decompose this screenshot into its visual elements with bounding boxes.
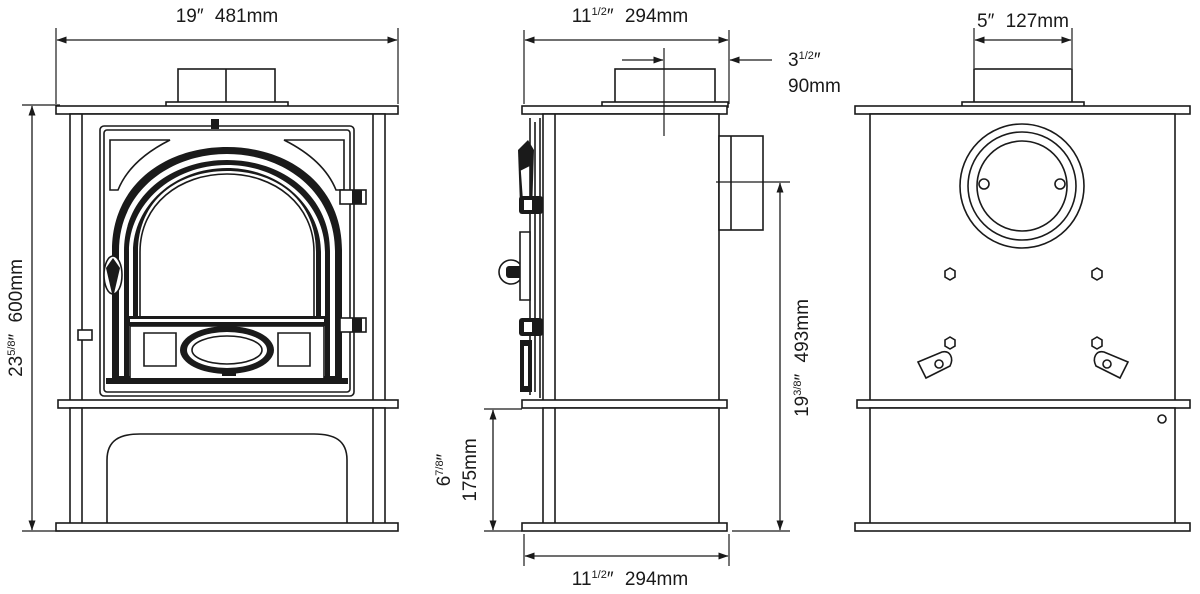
side-bottom-width-mm: 294mm <box>625 569 688 590</box>
svg-text:111/2″ 294mm: 111/2″ 294mm <box>572 6 688 27</box>
front-mid-shelf <box>57 399 399 409</box>
side-rear-outlet <box>718 135 764 231</box>
side-top-width-dimension: 111/2″ 294mm <box>523 6 730 104</box>
door-corner-right <box>283 139 345 191</box>
side-base-plate <box>521 522 728 532</box>
side-plinth-mm: 175mm <box>460 438 481 501</box>
side-plinth-dimension: 67/8″ 175mm <box>434 408 522 532</box>
side-top-width-inches: 11 <box>572 6 592 27</box>
front-height-fraction: 5/8 <box>6 340 18 355</box>
side-rear-outlet-dimension: 193/8″ 493mm <box>716 181 813 532</box>
rear-flue-inches: 5 <box>977 11 988 32</box>
side-bottom-width-inches: 11 <box>572 569 592 590</box>
side-flue-offset-inches: 3 <box>788 50 799 71</box>
side-rear-outlet-mm: 493mm <box>792 299 813 362</box>
side-top-plate <box>521 105 728 115</box>
rear-view <box>854 68 1191 532</box>
front-height-mm: 600mm <box>6 259 27 322</box>
front-plinth-opening <box>106 433 348 525</box>
rear-top-plate <box>854 105 1191 115</box>
front-width-mm: 481mm <box>215 6 278 27</box>
front-height-dimension: 235/8″ 600mm <box>6 104 60 532</box>
rear-flue-dimension: 5″ 127mm <box>973 11 1073 68</box>
side-view <box>498 68 764 532</box>
side-mid-shelf <box>521 399 728 409</box>
door-bottom-sill <box>106 378 348 384</box>
rear-plinth <box>869 407 1176 525</box>
svg-text:5″ 127mm: 5″ 127mm <box>977 11 1069 32</box>
side-plinth-inches: 6 <box>434 476 455 487</box>
door-catch <box>77 329 93 341</box>
rear-hex-bolt <box>1091 267 1103 281</box>
svg-text:19″ 481mm: 19″ 481mm <box>176 6 279 27</box>
door-glass <box>139 173 315 319</box>
svg-text:193/8″ 493mm: 193/8″ 493mm <box>792 299 813 417</box>
front-base-plate <box>55 522 399 532</box>
door-corner-left <box>109 139 171 191</box>
rear-hex-bolt <box>1091 336 1103 350</box>
svg-text:67/8″: 67/8″ <box>434 453 455 486</box>
rear-ring-bolt-right <box>1054 178 1066 190</box>
svg-text:31/2″: 31/2″ <box>788 50 821 71</box>
rear-hex-bolt <box>944 267 956 281</box>
rear-ring-bolt-left <box>978 178 990 190</box>
rear-mid-shelf <box>856 399 1191 409</box>
side-flue-collar <box>614 68 716 104</box>
rear-hex-bolt <box>944 336 956 350</box>
side-plinth <box>542 407 720 525</box>
side-flue-offset-dimension: 31/2″ 90mm <box>622 48 841 136</box>
rear-flue-mm: 127mm <box>1006 11 1069 32</box>
front-top-plate <box>55 105 399 115</box>
front-view <box>55 68 399 532</box>
side-rear-outlet-inches: 19 <box>792 396 813 417</box>
side-flue-offset-mm: 90mm <box>788 76 841 97</box>
svg-text:235/8″ 600mm: 235/8″ 600mm <box>6 259 27 377</box>
rear-plinth-screw <box>1157 414 1167 424</box>
front-width-inches: 19 <box>176 6 197 27</box>
door-top-latch <box>211 119 219 129</box>
front-width-dimension: 19″ 481mm <box>55 6 399 104</box>
rear-outlet-ring <box>959 123 1085 249</box>
side-top-width-mm: 294mm <box>625 6 688 27</box>
front-height-inches: 23 <box>6 356 27 377</box>
side-body <box>542 113 720 402</box>
rear-base-plate <box>854 522 1191 532</box>
side-bottom-width-dimension: 111/2″ 294mm <box>523 534 730 590</box>
svg-text:111/2″ 294mm: 111/2″ 294mm <box>572 569 688 590</box>
rear-flue-collar <box>973 68 1073 104</box>
